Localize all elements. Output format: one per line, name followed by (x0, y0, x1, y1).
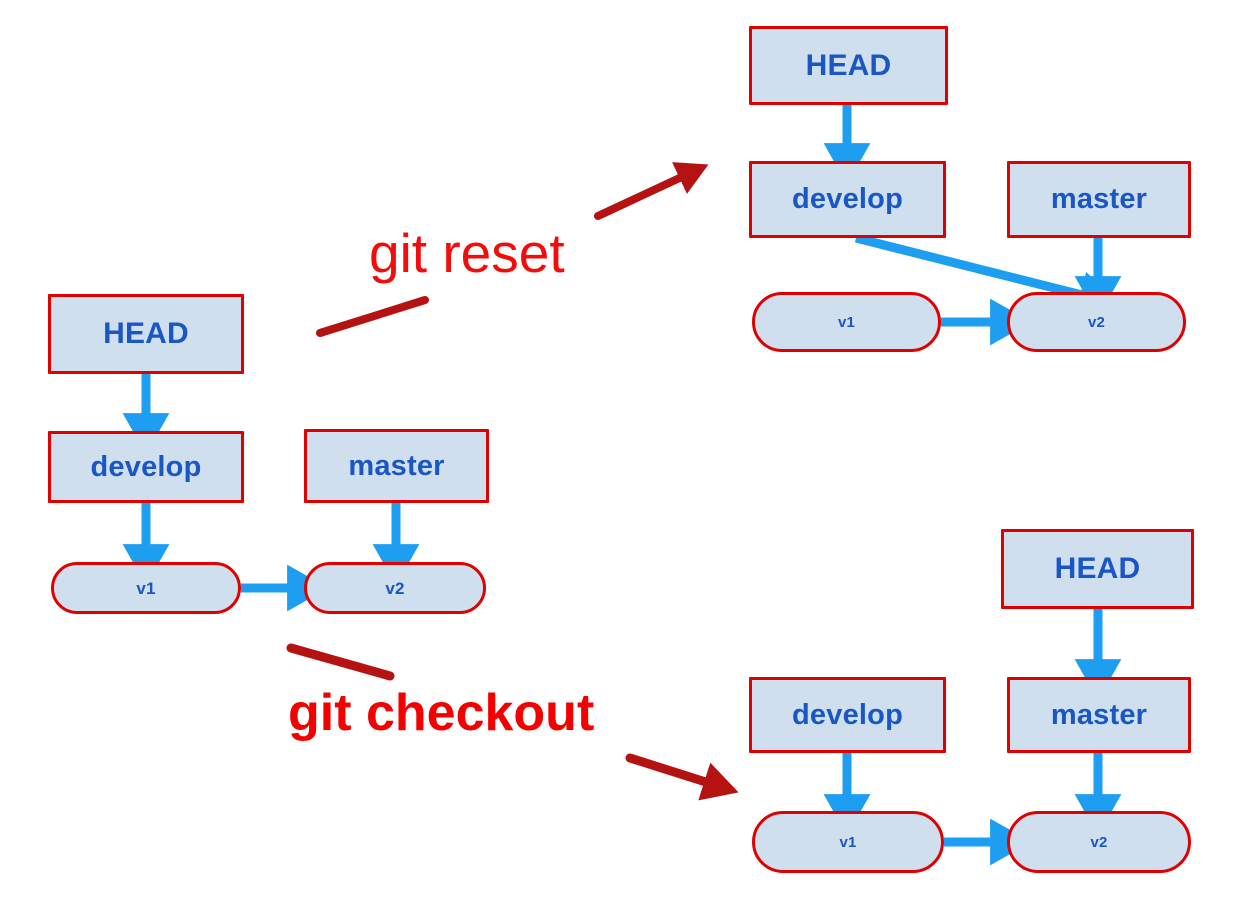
node-before-master[interactable]: master (304, 429, 489, 503)
node-label: v2 (1087, 313, 1106, 331)
node-label: v2 (1090, 833, 1108, 851)
edge-reset-develop-to-v2 (854, 233, 1121, 318)
node-before-develop[interactable]: develop (48, 431, 244, 503)
node-reset-commit-v2[interactable]: v2 (1007, 292, 1186, 352)
node-label: master (1050, 183, 1148, 215)
node-label: v1 (136, 578, 156, 598)
node-label: develop (792, 183, 903, 215)
node-label: develop (90, 450, 202, 483)
node-label: v1 (837, 313, 856, 331)
node-label: v1 (839, 833, 857, 851)
node-label: v2 (385, 578, 405, 598)
node-label: HEAD (1054, 552, 1141, 585)
annotation-git-reset: git reset (369, 222, 565, 284)
node-label: HEAD (805, 48, 892, 82)
node-checkout-commit-v1[interactable]: v1 (752, 811, 944, 873)
node-checkout-develop[interactable]: develop (749, 677, 946, 753)
node-reset-head[interactable]: HEAD (749, 26, 948, 105)
node-label: master (1050, 698, 1148, 731)
node-label: master (348, 449, 445, 482)
node-checkout-master[interactable]: master (1007, 677, 1191, 753)
node-checkout-commit-v2[interactable]: v2 (1007, 811, 1191, 873)
node-reset-develop[interactable]: develop (749, 161, 946, 238)
node-before-head[interactable]: HEAD (48, 294, 244, 374)
node-reset-commit-v1[interactable]: v1 (752, 292, 941, 352)
node-reset-master[interactable]: master (1007, 161, 1191, 238)
node-before-commit-v1[interactable]: v1 (51, 562, 241, 614)
node-checkout-head[interactable]: HEAD (1001, 529, 1194, 609)
node-label: develop (792, 698, 903, 731)
node-before-commit-v2[interactable]: v2 (304, 562, 486, 614)
node-label: HEAD (103, 317, 189, 350)
annotation-git-checkout: git checkout (288, 684, 595, 742)
